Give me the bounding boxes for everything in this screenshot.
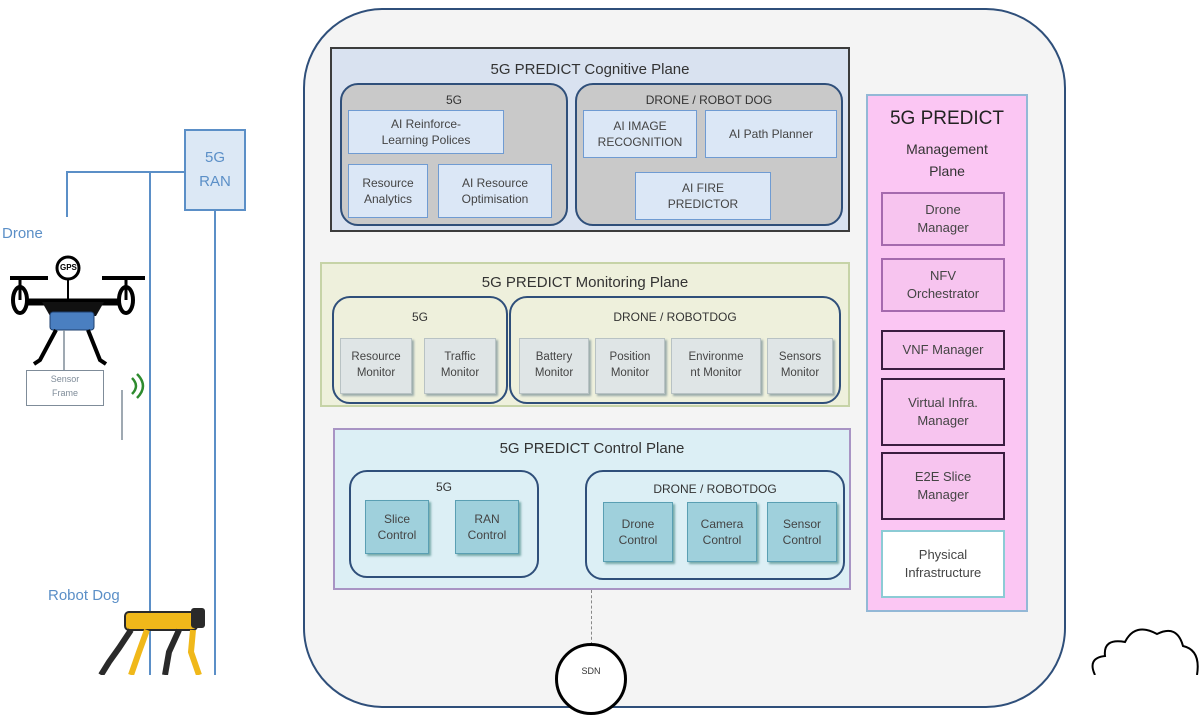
control-plane: 5G PREDICT Control Plane 5G Slice Contro… bbox=[333, 428, 851, 590]
cloud-icon bbox=[1091, 628, 1199, 675]
traffic-monitor-box: Traffic Monitor bbox=[424, 338, 496, 394]
virtual-infra-manager-box: Virtual Infra. Manager bbox=[881, 378, 1005, 446]
sensors-monitor-box: Sensors Monitor bbox=[767, 338, 833, 394]
monitoring-5g-group: 5G Resource Monitor Traffic Monitor bbox=[332, 296, 508, 404]
management-plane: 5G PREDICT Management Plane Drone Manage… bbox=[866, 94, 1028, 612]
network-line bbox=[149, 171, 151, 675]
nfv-orchestrator-box: NFV Orchestrator bbox=[881, 258, 1005, 312]
network-line bbox=[214, 211, 216, 675]
cognitive-5g-group: 5G AI Reinforce- Learning Polices Resour… bbox=[340, 83, 568, 226]
ai-reinforce-learning-box: AI Reinforce- Learning Polices bbox=[348, 110, 504, 154]
sensor-frame: Sensor Frame bbox=[26, 370, 104, 406]
monitoring-drone-title: DRONE / ROBOTDOG bbox=[613, 310, 737, 324]
sensor-control-box: Sensor Control bbox=[767, 502, 837, 562]
control-5g-group: 5G Slice Control RAN Control bbox=[349, 470, 539, 578]
vnf-manager-box: VNF Manager bbox=[881, 330, 1005, 370]
resource-monitor-box: Resource Monitor bbox=[340, 338, 412, 394]
cognitive-drone-title: DRONE / ROBOT DOG bbox=[645, 93, 773, 107]
ai-fire-predictor-box: AI FIRE PREDICTOR bbox=[635, 172, 771, 220]
ai-resource-optimisation-box: AI Resource Optimisation bbox=[438, 164, 552, 218]
environment-monitor-box: Environme nt Monitor bbox=[671, 338, 761, 394]
control-drone-group: DRONE / ROBOTDOG Drone Control Camera Co… bbox=[585, 470, 845, 580]
control-drone-title: DRONE / ROBOTDOG bbox=[653, 482, 777, 496]
monitoring-plane-title: 5G PREDICT Monitoring Plane bbox=[481, 274, 689, 291]
ai-image-recognition-box: AI IMAGE RECOGNITION bbox=[583, 110, 697, 158]
e2e-slice-manager-box: E2E Slice Manager bbox=[881, 452, 1005, 520]
gps-label: GPS bbox=[60, 263, 77, 272]
robot-dog-label: Robot Dog bbox=[48, 587, 120, 604]
cognitive-plane-title: 5G PREDICT Cognitive Plane bbox=[490, 61, 690, 78]
physical-infrastructure-box: Physical Infrastructure bbox=[881, 530, 1005, 598]
control-plane-title: 5G PREDICT Control Plane bbox=[499, 440, 685, 457]
slice-control-box: Slice Control bbox=[365, 500, 429, 554]
ai-path-planner-box: AI Path Planner bbox=[705, 110, 837, 158]
network-line bbox=[66, 171, 184, 173]
drone-control-box: Drone Control bbox=[603, 502, 673, 562]
cognitive-plane: 5G PREDICT Cognitive Plane 5G AI Reinfor… bbox=[330, 47, 850, 232]
cognitive-5g-title: 5G bbox=[445, 93, 462, 107]
battery-monitor-box: Battery Monitor bbox=[519, 338, 589, 394]
dashed-connector bbox=[591, 590, 592, 645]
drone-icon bbox=[10, 255, 145, 370]
ran-control-box: RAN Control bbox=[455, 500, 519, 554]
robot-dog-icon bbox=[98, 608, 205, 675]
monitoring-plane: 5G PREDICT Monitoring Plane 5G Resource … bbox=[320, 262, 850, 407]
monitoring-5g-title: 5G bbox=[411, 310, 428, 324]
control-5g-title: 5G bbox=[435, 480, 452, 494]
wireless-signal-icon bbox=[121, 373, 145, 440]
drone-label: Drone bbox=[2, 225, 43, 242]
ran-node: 5G RAN bbox=[184, 129, 246, 211]
sdn-label: SDN bbox=[581, 666, 601, 676]
sdn-node: SDN bbox=[555, 643, 627, 715]
position-monitor-box: Position Monitor bbox=[595, 338, 665, 394]
resource-analytics-box: Resource Analytics bbox=[348, 164, 428, 218]
management-plane-title: 5G PREDICT bbox=[889, 108, 1005, 129]
management-plane-subtitle: Management Plane bbox=[906, 141, 988, 180]
drone-manager-box: Drone Manager bbox=[881, 192, 1005, 246]
network-line bbox=[66, 171, 68, 217]
monitoring-drone-group: DRONE / ROBOTDOG Battery Monitor Positio… bbox=[509, 296, 841, 404]
cognitive-drone-group: DRONE / ROBOT DOG AI IMAGE RECOGNITION A… bbox=[575, 83, 843, 226]
camera-control-box: Camera Control bbox=[687, 502, 757, 562]
